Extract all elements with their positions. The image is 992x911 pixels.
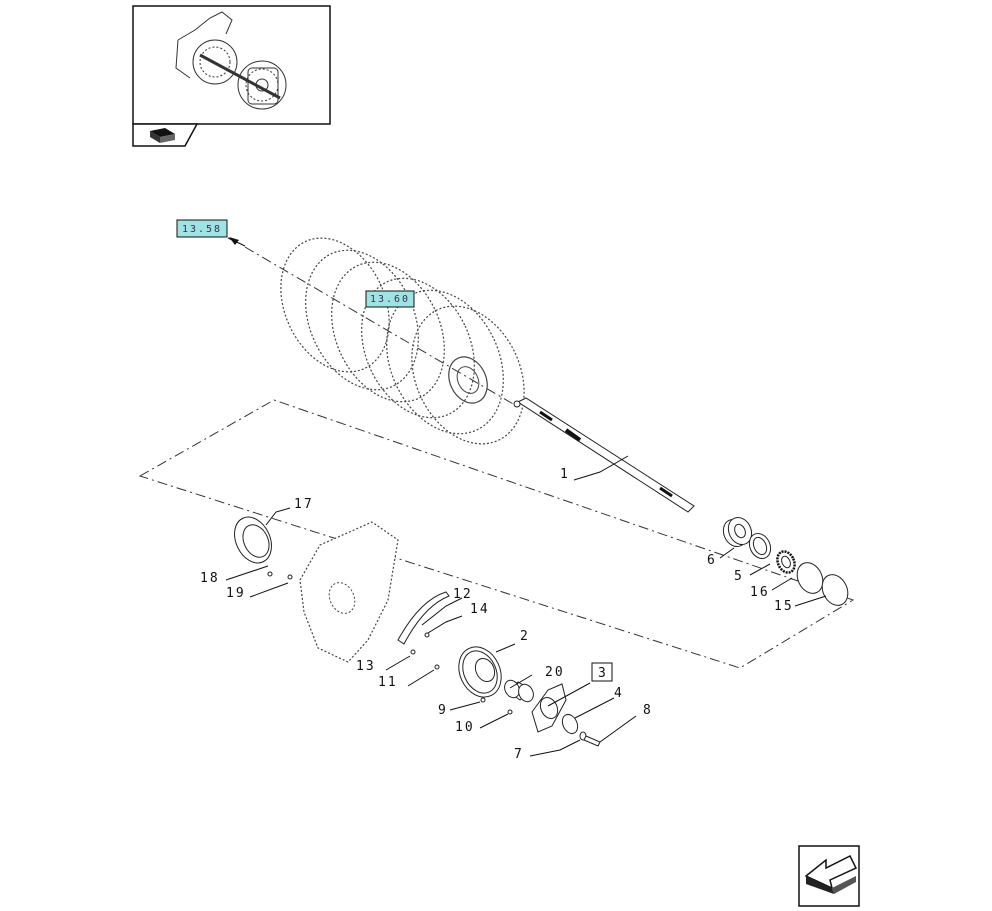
callout-12: 12: [453, 587, 473, 602]
sprocket-stack: [280, 237, 525, 445]
callout-8: 8: [643, 703, 653, 718]
callout-15: 15: [774, 599, 794, 614]
callout-18: 18: [200, 571, 220, 586]
bearing-6: [722, 516, 753, 548]
nut-10: [507, 709, 513, 715]
overview-thumbnail: [132, 5, 331, 147]
callout-19: 19: [226, 586, 246, 601]
callout-6: 6: [707, 553, 717, 568]
callout-17: 17: [294, 497, 314, 512]
book-icon: [150, 128, 175, 143]
callout-20: 20: [545, 665, 565, 680]
ring-5: [748, 532, 772, 560]
reference-label: 13.60: [370, 294, 410, 305]
arrow-head-icon: [229, 237, 239, 245]
cover-17: [234, 516, 272, 564]
drive-shaft: [513, 397, 695, 513]
bearing-16: [776, 550, 796, 574]
callout-2: 2: [520, 629, 530, 644]
snap-ring-4: [561, 713, 579, 735]
next-page-button[interactable]: [798, 845, 860, 907]
callout-labels: 1 2 3 4 5 6 7 8 9 10 11 12 13 14 15 16 1…: [200, 467, 794, 762]
callout-5: 5: [734, 569, 744, 584]
hub-2: [458, 646, 502, 698]
bushing-20: [504, 679, 534, 703]
reference-label: 13.58: [182, 224, 222, 235]
callout-16: 16: [750, 585, 770, 600]
axis-line: [244, 246, 521, 409]
screw-18: [267, 571, 273, 577]
screw-13: [410, 649, 416, 655]
leader-lines: [225, 455, 827, 757]
callout-11: 11: [378, 675, 398, 690]
callout-13: 13: [356, 659, 376, 674]
callout-3: 3: [598, 666, 608, 681]
callout-7: 7: [514, 747, 524, 762]
callout-box-3: [591, 662, 613, 682]
next-page-arrow-icon: [804, 854, 858, 894]
reference-box-13-58[interactable]: 13.58: [176, 219, 228, 238]
snap-ring-15: [796, 562, 849, 606]
callout-9: 9: [438, 703, 448, 718]
flange-3: [531, 683, 567, 733]
callout-1: 1: [560, 467, 570, 482]
assembly-thumbnail-icon: [175, 11, 287, 110]
nut-11: [434, 664, 440, 670]
callout-10: 10: [455, 720, 475, 735]
strip-12: [397, 591, 450, 645]
pin-14: [424, 632, 430, 638]
callout-14: 14: [470, 602, 490, 617]
screw-19: [287, 574, 293, 580]
mounting-plate: [299, 521, 399, 663]
bolt-8: [579, 731, 601, 747]
reference-box-13-60[interactable]: 13.60: [365, 290, 415, 308]
sub-assembly-frame: [138, 399, 855, 669]
screw-9: [480, 697, 486, 703]
callout-4: 4: [614, 686, 624, 701]
